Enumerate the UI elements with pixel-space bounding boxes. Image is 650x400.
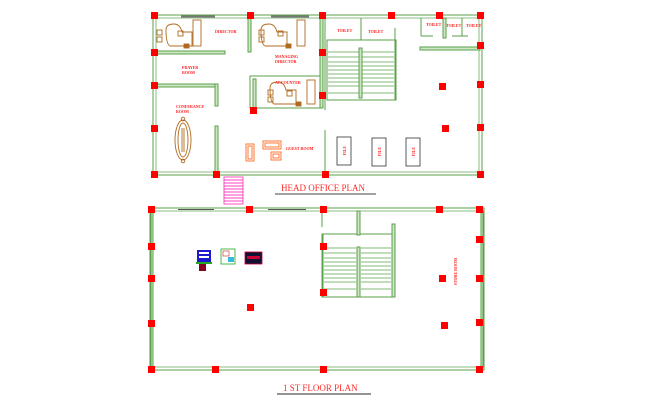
room-label-managing-director: MANAGING DIRECTOR — [275, 54, 299, 64]
room-label-toilet-1: TOILET — [337, 28, 353, 33]
room-label-prayer: PRAYER ROOM — [182, 65, 199, 75]
first-floor-stairs — [324, 247, 391, 290]
desk-set-director — [156, 19, 202, 49]
cabinet-label-1: FILE — [342, 146, 347, 156]
room-label-guest: GUEST ROOM — [286, 146, 314, 151]
room-label-director: DIRECTOR — [215, 29, 237, 34]
desk-set-accounter — [267, 79, 316, 107]
first-floor-plan-title: 1 ST FLOOR PLAN — [283, 383, 358, 393]
first-floor-blocks — [196, 248, 263, 271]
desk-set-managing-director — [258, 19, 306, 49]
columns — [148, 12, 484, 373]
entry-stair — [223, 176, 244, 205]
room-label-accounter: ACCOUNTER — [275, 80, 301, 85]
room-label-toilet-5: TOILET — [466, 23, 482, 28]
cabinet-label-2: FILE — [377, 147, 382, 157]
head-office-plan-title: HEAD OFFICE PLAN — [281, 183, 366, 193]
head-office-walls — [152, 14, 483, 176]
room-label-toilet-2: TOILET — [368, 29, 384, 34]
room-label-toilet-4: TOILET — [446, 23, 462, 28]
guest-room-sofas — [245, 140, 282, 162]
first-floor-side-label: STORE ROOM — [453, 258, 458, 286]
head-office-stairs — [328, 51, 394, 94]
room-label-toilet-3: TOILET — [426, 22, 442, 27]
conference-table — [174, 116, 192, 164]
file-cabinets — [336, 136, 421, 167]
cabinet-label-3: FILE — [411, 147, 416, 157]
first-floor-walls — [149, 207, 485, 371]
room-label-conference: CONFERANCE ROOM — [176, 104, 205, 114]
